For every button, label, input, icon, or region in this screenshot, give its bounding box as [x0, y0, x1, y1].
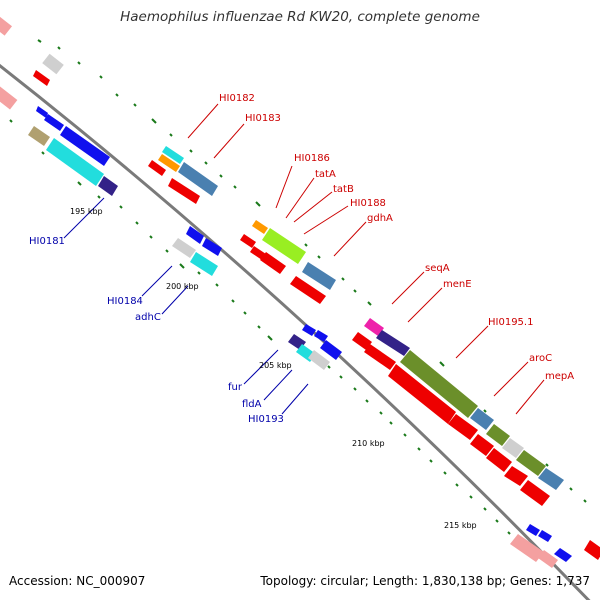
- ruler-label-210: 210 kbp: [352, 439, 385, 448]
- gene-label-mene[interactable]: menE: [443, 279, 472, 290]
- gene-label-flda[interactable]: fldA: [242, 399, 262, 410]
- gene-label-hi0183[interactable]: HI0183: [245, 113, 281, 124]
- ruler-label-195: 195 kbp: [70, 207, 103, 216]
- ruler-label-205: 205 kbp: [259, 361, 292, 370]
- gene-label-adhc[interactable]: adhC: [135, 312, 161, 323]
- gene-label-hi0186[interactable]: HI0186: [294, 153, 330, 164]
- gene-label-tata[interactable]: tatA: [315, 169, 336, 180]
- gene-label-hi0193[interactable]: HI0193: [248, 414, 284, 425]
- map-title: Haemophilus influenzae Rd KW20, complete…: [120, 9, 480, 25]
- ruler-label-200: 200 kbp: [166, 282, 199, 291]
- gene-label-seqa[interactable]: seqA: [425, 263, 450, 274]
- gene-cluster-tat[interactable]: [240, 220, 336, 304]
- gene-cluster-215[interactable]: [510, 524, 600, 568]
- gene-label-hi0195-1[interactable]: HI0195.1: [488, 317, 533, 328]
- gene-cluster-seqA[interactable]: [352, 318, 564, 506]
- gene-label-tatb[interactable]: tatB: [333, 184, 354, 195]
- tick-track-inner: [9, 119, 511, 535]
- gene-label-hi0182[interactable]: HI0182: [219, 93, 255, 104]
- gene-label-aroc[interactable]: aroC: [529, 353, 552, 364]
- ruler-label-215: 215 kbp: [444, 521, 477, 530]
- gene-label-hi0184[interactable]: HI0184: [107, 296, 143, 307]
- genome-backbone: [0, 63, 591, 600]
- gene-cluster-hi0182[interactable]: [148, 146, 218, 204]
- label-leaders-forward: [187, 103, 545, 415]
- gene-label-hi0188[interactable]: HI0188: [350, 198, 386, 209]
- label-leaders-reverse: [63, 197, 309, 415]
- gene-cluster-195[interactable]: [28, 106, 118, 196]
- gene-label-mepa[interactable]: mepA: [545, 371, 574, 382]
- gene-label-hi0181[interactable]: HI0181: [29, 236, 65, 247]
- gene-label-fur[interactable]: fur: [228, 382, 243, 393]
- gene-label-gdha[interactable]: gdhA: [367, 213, 393, 224]
- gene-cluster-fur[interactable]: [288, 324, 342, 370]
- gene-cluster-hi0184[interactable]: [172, 226, 222, 276]
- edge-genes-topleft: [0, 15, 64, 110]
- accession-text: Accession: NC_000907: [9, 574, 146, 588]
- topology-text: Topology: circular; Length: 1,830,138 bp…: [260, 574, 590, 588]
